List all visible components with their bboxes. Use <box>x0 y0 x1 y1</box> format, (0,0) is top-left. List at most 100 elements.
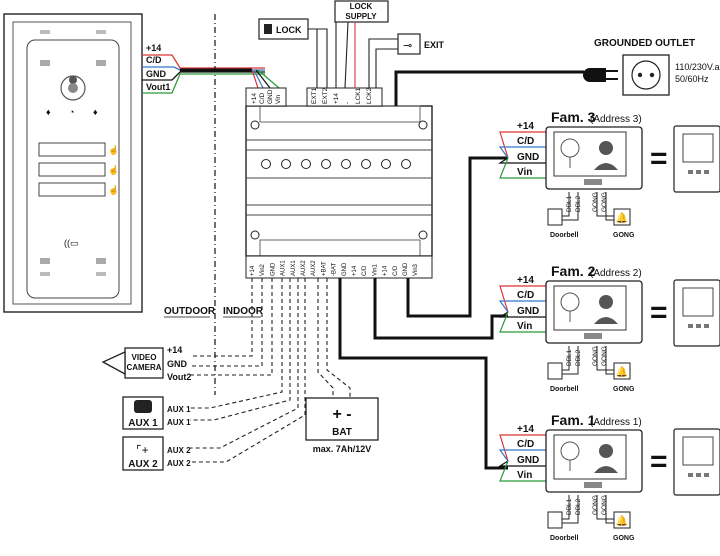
ctrl-bottom-terminal: +14 <box>250 265 256 276</box>
ctrl-bottom-terminal: GND <box>342 262 348 276</box>
doorbell-icon <box>547 208 563 226</box>
panel-line-4: Vout1 <box>146 82 170 92</box>
aux2-label: AUX 2 <box>128 459 158 470</box>
status-led <box>301 159 311 169</box>
monitor-line-label: +14 <box>517 121 534 132</box>
monitor-line-label: Vin <box>517 470 532 481</box>
exit-label: EXIT <box>424 40 445 50</box>
panel-line-2: C/D <box>146 55 162 65</box>
ctrl-top-left-terminal: GND <box>267 89 274 104</box>
controller-module <box>245 87 433 279</box>
svg-text:☝: ☝ <box>108 164 119 176</box>
plug-icon <box>583 68 606 82</box>
ctrl-bottom-terminal: AUX2 <box>301 260 307 276</box>
monitor-terminal: GONG <box>601 495 608 515</box>
equals-sign: = <box>650 142 668 175</box>
ctrl-top-right-terminal: LCK2 <box>366 87 373 104</box>
ctrl-top-left-terminal: Vin <box>275 94 282 104</box>
family-address: (Address 3) <box>590 114 642 125</box>
aux1-block: AUX 1 AUX 1 AUX 1 <box>122 396 191 430</box>
monitor-line-label: GND <box>517 455 539 466</box>
monitor-terminal: GONG <box>592 495 599 515</box>
gong-icon <box>613 511 631 529</box>
person-icon <box>599 141 613 155</box>
ctrl-top-right-terminal: EXT2 <box>322 87 329 104</box>
ctrl-bottom-terminal: AUX1 <box>291 260 297 276</box>
battery-label: BAT <box>332 427 352 438</box>
monitor-terminal: GONG <box>601 346 608 366</box>
doorbell-icon <box>547 362 563 380</box>
rfid-icon: ((▭ <box>64 238 79 248</box>
monitor-line-label: GND <box>517 152 539 163</box>
family-name: Fam. 1 <box>551 412 596 428</box>
car-icon <box>134 400 152 413</box>
video-camera: VIDEO CAMERA +14 GND Vout2 <box>101 345 191 382</box>
outlet-spec-2: 50/60Hz <box>675 74 709 84</box>
family-name: Fam. 2 <box>551 263 596 279</box>
status-led <box>401 159 411 169</box>
grounded-outlet: GROUNDED OUTLET 110/230V.a.c. 50/60Hz <box>394 38 720 106</box>
ctrl-top-right-terminal: - <box>344 102 351 104</box>
monitor-wire <box>499 131 546 159</box>
status-led <box>341 159 351 169</box>
ctrl-top-right-terminal: LCK1 <box>355 87 362 104</box>
person-icon <box>599 444 613 458</box>
ctrl-bottom-terminal: GND <box>403 262 409 276</box>
svg-text:🔔: 🔔 <box>616 212 628 224</box>
person-icon <box>599 295 613 309</box>
camera-line-3: Vout2 <box>167 372 191 382</box>
ctrl-top-left-terminal: +14 <box>251 93 258 104</box>
zone-indoor: INDOOR <box>223 306 264 317</box>
outlet-spec-1: 110/230V.a.c. <box>675 62 720 72</box>
monitor-wire <box>497 157 546 164</box>
monitor-wire <box>497 460 546 467</box>
svg-text:☝: ☝ <box>108 144 119 156</box>
monitor-wire <box>499 460 546 482</box>
family-address: (Address 2) <box>590 268 642 279</box>
svg-text:🔔: 🔔 <box>616 515 628 527</box>
outlet-title: GROUNDED OUTLET <box>594 38 695 49</box>
family-name: Fam. 3 <box>551 109 596 125</box>
monitor-wire <box>498 146 546 159</box>
battery-block: + - BAT max. 7Ah/12V <box>305 397 379 454</box>
equals-sign: = <box>650 296 668 329</box>
ctrl-bottom-terminal: C/D <box>362 265 368 276</box>
monitor-wire <box>499 157 546 179</box>
lock-supply-label-1: LOCK <box>350 2 373 11</box>
gong-icon <box>613 208 631 226</box>
aux-camera-wiring <box>190 278 351 463</box>
camera-line-1: +14 <box>167 345 182 355</box>
svg-text:♦: ♦ <box>93 107 98 117</box>
monitor-wire <box>499 311 546 333</box>
ctrl-bottom-terminal: +14 <box>383 265 389 276</box>
ctrl-top-left-terminal: C/D <box>259 93 266 105</box>
svg-text:🔔: 🔔 <box>616 366 628 378</box>
camera-label-2: CAMERA <box>126 363 161 372</box>
gong-label: GONG <box>613 535 635 542</box>
monitor-wire <box>499 434 546 462</box>
aux2-line-2: AUX 2 <box>167 459 191 468</box>
outdoor-panel: ♦ ◔ ♦ ☝ ☝ ☝ ((▭ <box>3 13 143 313</box>
lock-label: LOCK <box>276 25 302 35</box>
camera-lens-icon <box>60 75 86 101</box>
camera-icon <box>101 350 126 376</box>
monitor-line-label: C/D <box>517 290 534 301</box>
panel-line-1: +14 <box>146 43 161 53</box>
outdoor-panel-wiring: +14 C/D GND Vout1 <box>142 43 280 94</box>
status-led <box>381 159 391 169</box>
svg-text:♦: ♦ <box>46 107 51 117</box>
monitor-wire <box>498 449 546 462</box>
monitor-wire <box>498 300 546 313</box>
doorbell-label: Doorbell <box>550 535 578 542</box>
gong-label: GONG <box>613 232 635 239</box>
monitor-line-label: +14 <box>517 275 534 286</box>
lock-block: LOCK LOCK SUPPLY ⊸ EXIT <box>258 0 445 89</box>
monitor-terminal: GONG <box>592 192 599 212</box>
socket-icon <box>631 60 661 90</box>
gong-label: GONG <box>613 386 635 393</box>
ctrl-bottom-terminal: +14 <box>352 265 358 276</box>
